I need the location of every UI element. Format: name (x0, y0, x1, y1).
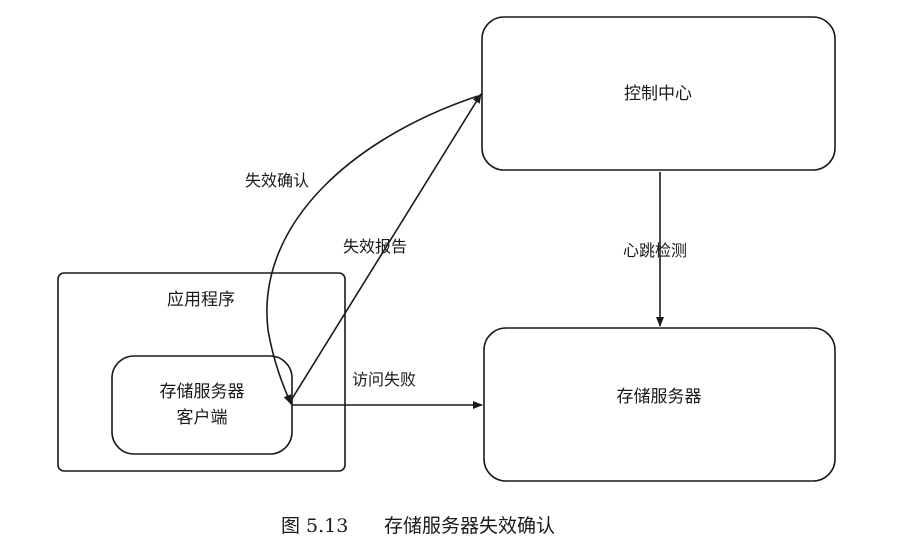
figure-number: 图 5.13 (281, 515, 348, 537)
storage-server-label: 存储服务器 (617, 387, 702, 407)
control-center-node: 控制中心 (481, 16, 836, 171)
failure-confirm-arrow (266, 95, 479, 405)
figure-title: 存储服务器失效确认 (384, 515, 555, 537)
heartbeat-label: 心跳检测 (623, 241, 687, 260)
access-fail-label: 访问失败 (352, 370, 416, 389)
application-label: 应用程序 (167, 290, 235, 310)
failure-confirm-label: 失效确认 (245, 171, 309, 190)
figure-caption: 图 5.13 存储服务器失效确认 (281, 515, 555, 537)
storage-client-label-line1: 存储服务器 (160, 382, 245, 402)
storage-client-label-line2: 客户端 (177, 408, 228, 428)
storage-server-node: 存储服务器 (483, 327, 836, 482)
control-center-label: 控制中心 (624, 84, 692, 104)
failure-report-arrow (289, 93, 482, 403)
storage-client-node: 存储服务器 客户端 (111, 355, 293, 455)
failure-report-label: 失效报告 (343, 237, 407, 256)
